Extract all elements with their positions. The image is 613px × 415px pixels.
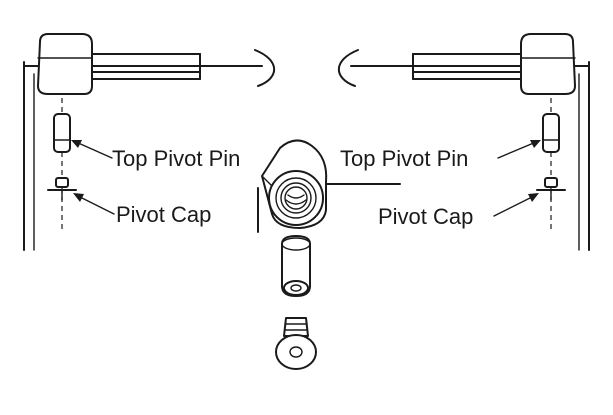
center-bore-ring-1 bbox=[275, 177, 317, 219]
center-bore-ring-3 bbox=[284, 186, 308, 210]
label-pivot-cap-left: Pivot Cap bbox=[116, 202, 211, 227]
center-bore-thread bbox=[285, 194, 307, 205]
label-top-pivot-pin-right: Top Pivot Pin bbox=[340, 146, 468, 171]
right-top-pivot-pin bbox=[542, 113, 560, 153]
center-bushing-hole bbox=[290, 284, 302, 292]
leader-pivot-cap-right bbox=[493, 193, 539, 217]
left-top-pivot-pin bbox=[53, 113, 71, 153]
center-bushing bbox=[281, 235, 311, 297]
center-bushing-top bbox=[281, 237, 311, 251]
right-pivot-housing bbox=[520, 33, 576, 95]
center-bore-ring-2 bbox=[280, 182, 312, 214]
right-pivot-cap-top bbox=[544, 177, 558, 188]
center-cap-head bbox=[275, 334, 317, 370]
label-top-pivot-pin-left: Top Pivot Pin bbox=[112, 146, 240, 171]
leader-top-pivot-pin-right bbox=[497, 140, 541, 159]
left-pivot-cap-top bbox=[55, 177, 69, 188]
left-door-assembly bbox=[23, 33, 276, 251]
leader-pivot-cap-left bbox=[73, 193, 115, 215]
right-break-symbol bbox=[337, 49, 359, 87]
right-door-assembly bbox=[337, 33, 590, 251]
left-break-symbol bbox=[254, 49, 276, 87]
center-cap-threads bbox=[283, 317, 309, 337]
center-cap-hole bbox=[289, 346, 303, 358]
leader-top-pivot-pin-left bbox=[71, 140, 113, 159]
center-bushing-bottom bbox=[283, 280, 309, 296]
left-pivot-housing bbox=[37, 33, 93, 95]
label-pivot-cap-right: Pivot Cap bbox=[378, 204, 473, 229]
center-exploded-view bbox=[257, 139, 401, 370]
